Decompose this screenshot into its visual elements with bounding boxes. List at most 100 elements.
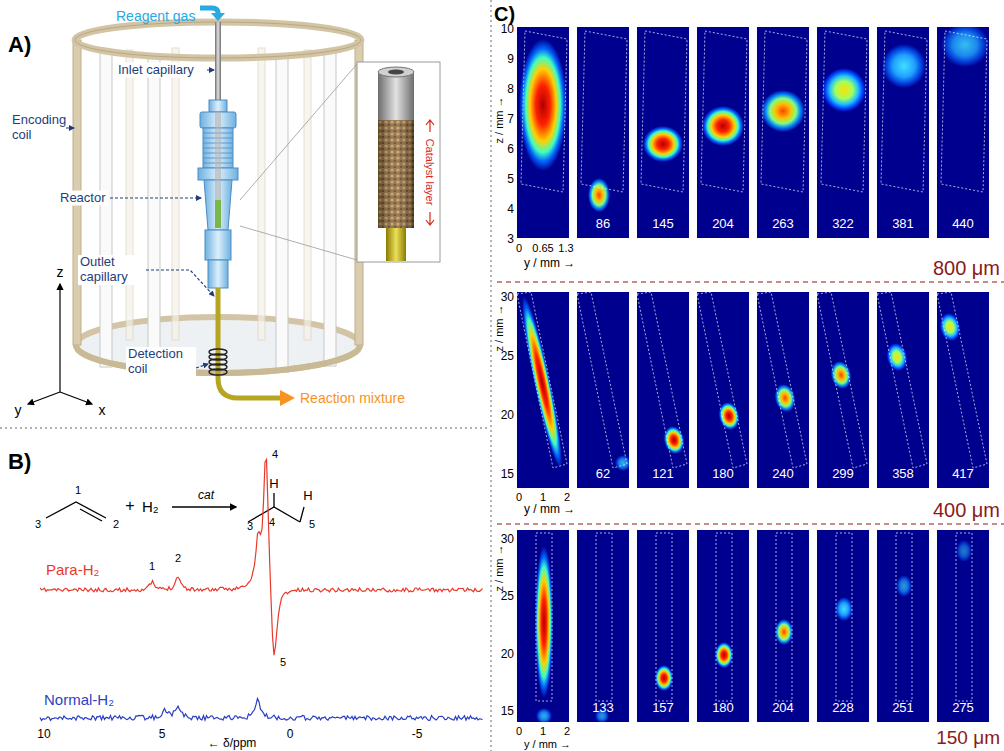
image-ground bbox=[697, 292, 749, 488]
axis-title: y / mm → bbox=[524, 503, 575, 517]
zoom-inset bbox=[378, 72, 414, 122]
mri-frame: 121 bbox=[637, 292, 689, 488]
axis-tick: 0 bbox=[287, 728, 294, 742]
time-label: 133 bbox=[592, 701, 614, 715]
part-label: Catalyst layer bbox=[424, 139, 437, 206]
mri-frame: 228 bbox=[817, 530, 869, 722]
image-ground bbox=[697, 530, 749, 722]
reactor-assembly bbox=[215, 112, 221, 200]
time-label: 180 bbox=[712, 701, 734, 715]
mri-frame: 240 bbox=[757, 292, 809, 488]
time-label: 145 bbox=[652, 217, 674, 231]
reactor-assembly bbox=[198, 22, 238, 288]
axis-tick: 1.3 bbox=[558, 242, 573, 255]
heat-map bbox=[937, 27, 989, 238]
axis-name: x bbox=[99, 402, 106, 418]
heat-map bbox=[817, 292, 869, 488]
signal-blob bbox=[775, 619, 793, 645]
mri-frame bbox=[517, 27, 569, 238]
reaction-plus: + bbox=[125, 497, 134, 515]
axis-title: y / mm → bbox=[524, 257, 575, 271]
panel-separators bbox=[0, 428, 488, 429]
heat-map bbox=[937, 292, 989, 488]
zoom-inset bbox=[378, 120, 414, 228]
signal-blob bbox=[643, 126, 683, 162]
image-ground bbox=[757, 292, 809, 488]
mri-frame: 275 bbox=[937, 530, 989, 722]
time-label: 180 bbox=[712, 467, 734, 481]
signal-blob bbox=[882, 44, 926, 88]
image-ground bbox=[697, 27, 749, 238]
reactor-assembly bbox=[208, 260, 228, 288]
axis-tick: 9 bbox=[507, 53, 514, 67]
reactor-outline bbox=[536, 533, 552, 701]
reactor-outline bbox=[761, 31, 807, 192]
reactor-outline bbox=[716, 533, 732, 701]
axis-triad bbox=[28, 284, 92, 404]
zoom-inset bbox=[378, 67, 414, 77]
signal-blob bbox=[536, 708, 552, 724]
reaction-scheme bbox=[172, 506, 236, 507]
axis-tick: 25 bbox=[501, 350, 514, 364]
size-label: 150 μm bbox=[936, 727, 1000, 749]
reactor-outline bbox=[577, 292, 627, 468]
axis-tick: 10 bbox=[501, 23, 514, 37]
image-ground bbox=[637, 530, 689, 722]
reaction-scheme bbox=[300, 507, 304, 522]
peak-number: 1 bbox=[149, 560, 155, 573]
reactor-outline bbox=[581, 31, 627, 192]
axis-tick: 10 bbox=[37, 728, 50, 742]
axis-tick: 0 bbox=[516, 725, 522, 738]
part-label: Encoding coil bbox=[12, 113, 72, 143]
mri-frame: 358 bbox=[877, 292, 929, 488]
image-ground bbox=[817, 292, 869, 488]
axis-triad bbox=[28, 392, 60, 404]
peak-number: 3 bbox=[247, 520, 253, 533]
outlet-line bbox=[280, 390, 295, 406]
encoding-coil-cage bbox=[324, 52, 336, 366]
encoding-coil-cage bbox=[276, 56, 288, 372]
encoding-coil-cage bbox=[126, 50, 133, 340]
panel-letter: B) bbox=[8, 449, 31, 474]
catalyst-label: cat bbox=[198, 489, 214, 503]
axis-tick: 30 bbox=[501, 291, 514, 305]
axis-tick: 1 bbox=[540, 491, 546, 504]
spectrum-label: Normal-H₂ bbox=[44, 691, 114, 708]
detection-coil bbox=[209, 369, 227, 375]
mri-frame bbox=[517, 530, 569, 724]
reactor-outline bbox=[941, 31, 987, 192]
image-ground bbox=[877, 27, 929, 238]
axis-tick: 20 bbox=[501, 409, 514, 423]
size-label: 800 μm bbox=[933, 257, 1000, 280]
axis-tick: 7 bbox=[507, 113, 514, 127]
flow-label: Reagent gas bbox=[116, 8, 195, 24]
leader-lines bbox=[110, 197, 201, 198]
part-label: Inlet capillary bbox=[116, 63, 196, 78]
zoom-inset bbox=[240, 62, 440, 262]
heat-map bbox=[577, 27, 629, 238]
size-label: 400 μm bbox=[933, 499, 1000, 522]
signal-blob bbox=[937, 311, 962, 343]
nmr-spectra bbox=[40, 459, 483, 720]
panel-separators bbox=[491, 0, 492, 751]
reactor-outline bbox=[956, 533, 972, 701]
reactor-assembly bbox=[215, 22, 221, 112]
mri-frame: 180 bbox=[697, 292, 749, 488]
image-ground bbox=[577, 530, 629, 722]
axis-title: z / mm → bbox=[493, 544, 506, 591]
zoom-inset bbox=[240, 226, 357, 260]
spectrum-label: Para-H₂ bbox=[46, 561, 99, 578]
reactor-outline bbox=[881, 31, 927, 192]
detection-coil bbox=[209, 349, 227, 375]
time-label: 204 bbox=[712, 217, 734, 231]
image-ground bbox=[577, 27, 629, 238]
axis-name: y bbox=[15, 402, 22, 418]
mri-frame: 251 bbox=[877, 530, 929, 722]
reactor-outline bbox=[697, 292, 747, 468]
reaction-scheme bbox=[273, 493, 274, 507]
axis-tick: 4 bbox=[507, 203, 514, 217]
first-frame-images bbox=[516, 27, 569, 724]
axis-tick: 15 bbox=[501, 468, 514, 482]
reaction-scheme bbox=[80, 509, 102, 521]
reactor-outline bbox=[637, 292, 687, 468]
